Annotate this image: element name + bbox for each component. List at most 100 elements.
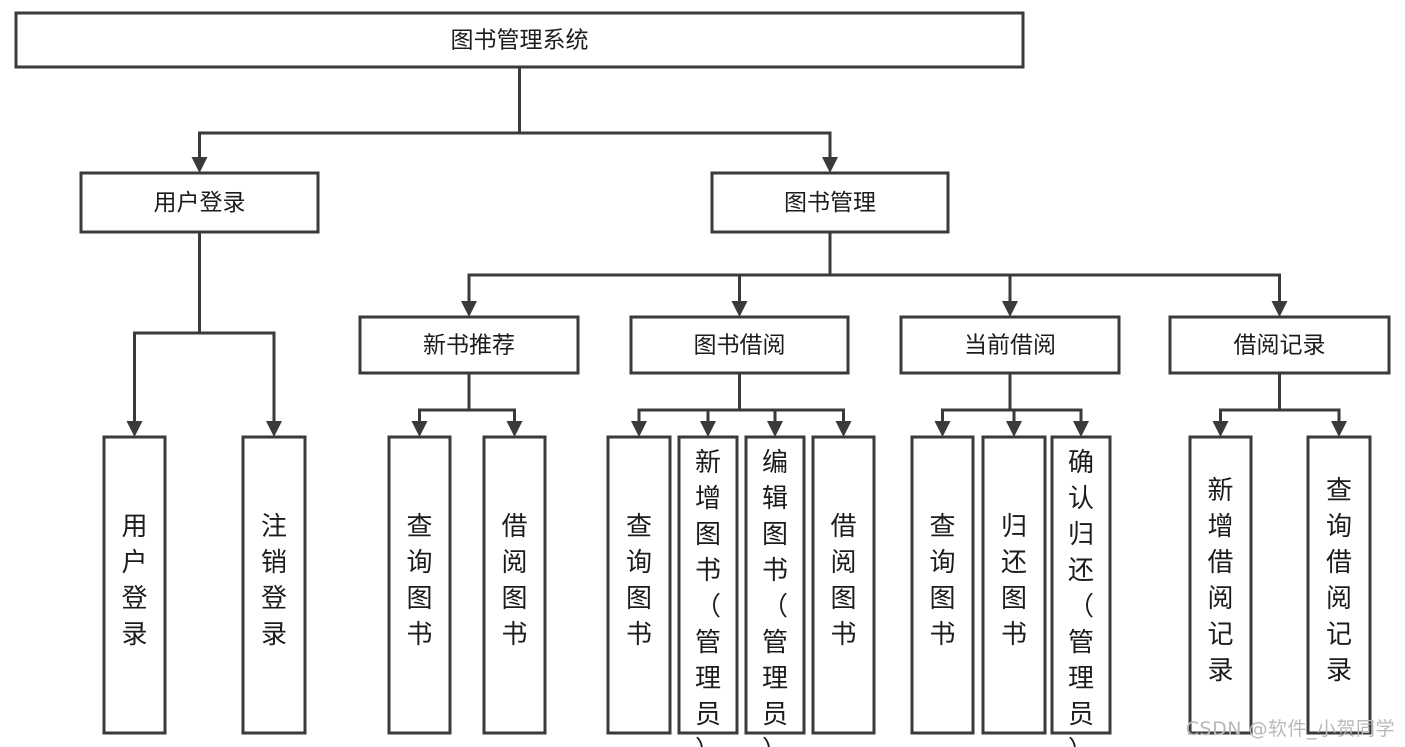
connector-lines [126, 65, 1347, 437]
leaf-label-char: 还 [1068, 556, 1094, 586]
node-new-book-recommend[interactable]: 新书推荐 [358, 315, 580, 375]
leaf-label-char: 认 [1068, 484, 1094, 514]
leaf-label-char: 记 [1207, 620, 1233, 650]
leaf-label-char: 归 [1068, 520, 1094, 550]
leaf-label-char: 阅 [1326, 584, 1352, 614]
leaf-label-char: 图 [406, 584, 432, 614]
leaf-label-char: 新 [1207, 476, 1233, 506]
leaf-label-char: 书 [830, 620, 856, 650]
node-label: 新书推荐 [423, 333, 515, 359]
leaf-label-char: 书 [626, 620, 652, 650]
node-label: 图书管理系统 [451, 28, 589, 54]
leaf-label-char: 图 [626, 584, 652, 614]
leaf-label-char: 员 [762, 700, 788, 730]
leaf-label-char: 书 [762, 556, 788, 586]
leaf-label-char: 询 [1326, 512, 1352, 542]
leaf-label-char: 查 [406, 512, 432, 542]
leaf-label-char: 编 [762, 448, 788, 478]
leaf-label-char: 录 [1326, 656, 1352, 686]
leaf-label-char: 借 [1326, 548, 1352, 578]
leaf-label-char: 阅 [1207, 584, 1233, 614]
leaf-label-char: 查 [626, 512, 652, 542]
node-current-borrow[interactable]: 当前借阅 [899, 315, 1121, 375]
leaf-label-char: 书 [1001, 620, 1027, 650]
leaf-leaf-user-login[interactable]: 用户登录 [102, 435, 167, 735]
leaf-label-char: 书 [929, 620, 955, 650]
leaf-label-char: 阅 [501, 548, 527, 578]
leaf-label-char: 图 [929, 584, 955, 614]
leaf-label-char: 询 [626, 548, 652, 578]
node-label: 图书借阅 [694, 333, 786, 359]
leaf-label-char: 管 [762, 628, 788, 658]
leaf-label-char: 归 [1001, 512, 1027, 542]
leaf-label-char: 理 [695, 664, 721, 694]
leaf-label-char: 新 [695, 448, 721, 478]
leaf-label-char: 登 [121, 584, 147, 614]
leaf-label-char: 书 [501, 620, 527, 650]
leaf-label-char: 借 [830, 512, 856, 542]
leaf-label-char: （ [1068, 592, 1094, 622]
leaf-label-char: ） [762, 736, 788, 747]
leaf-label-char: 借 [501, 512, 527, 542]
node-label: 借阅记录 [1234, 333, 1326, 359]
leaf-label-char: 还 [1001, 548, 1027, 578]
leaf-label-char: 员 [1068, 700, 1094, 730]
leaf-label-char: ） [1068, 736, 1094, 747]
leaf-label-char: 借 [1207, 548, 1233, 578]
leaf-label-char: 辑 [762, 484, 788, 514]
leaf-label-char: 录 [261, 620, 287, 650]
leaf-label-char: 询 [929, 548, 955, 578]
node-boxes: 图书管理系统用户登录图书管理新书推荐图书借阅当前借阅借阅记录用户登录注销登录查询… [14, 11, 1391, 747]
node-user-login[interactable]: 用户登录 [79, 171, 320, 234]
leaf-label-char: 销 [261, 548, 287, 578]
leaf-label-char: （ [762, 592, 788, 622]
node-book-manage[interactable]: 图书管理 [710, 171, 950, 234]
leaf-label-char: 图 [695, 520, 721, 550]
node-borrow-record[interactable]: 借阅记录 [1168, 315, 1391, 375]
node-label: 用户登录 [154, 190, 246, 216]
leaf-label-char: 录 [121, 620, 147, 650]
leaf-label-char: 确 [1068, 448, 1094, 478]
node-label: 图书管理 [784, 190, 876, 216]
leaf-label-char: 图 [501, 584, 527, 614]
leaf-label-char: 录 [1207, 656, 1233, 686]
leaf-label-char: 阅 [830, 548, 856, 578]
leaf-label-char: 理 [1068, 664, 1094, 694]
leaf-label-char: 询 [406, 548, 432, 578]
leaf-label-char: 理 [762, 664, 788, 694]
leaf-label-char: ） [695, 736, 721, 747]
leaf-label-char: 员 [695, 700, 721, 730]
leaf-label-char: 户 [121, 548, 147, 578]
node-label: 当前借阅 [964, 333, 1056, 359]
leaf-label-char: 书 [695, 556, 721, 586]
leaf-label-char: 查 [1326, 476, 1352, 506]
node-root-system[interactable]: 图书管理系统 [14, 11, 1025, 69]
leaf-label-char: 图 [762, 520, 788, 550]
leaf-label-char: 增 [695, 484, 721, 514]
leaf-label-char: 记 [1326, 620, 1352, 650]
leaf-label-char: 图 [830, 584, 856, 614]
leaf-label-char: 查 [929, 512, 955, 542]
leaf-label-char: 管 [695, 628, 721, 658]
node-book-borrow[interactable]: 图书借阅 [629, 315, 850, 375]
leaf-label-char: 注 [261, 512, 287, 542]
leaf-label-char: 图 [1001, 584, 1027, 614]
leaf-label-char: （ [695, 592, 721, 622]
leaf-label-char: 书 [406, 620, 432, 650]
leaf-label-char: 增 [1207, 512, 1233, 542]
leaf-label-char: 登 [261, 584, 287, 614]
